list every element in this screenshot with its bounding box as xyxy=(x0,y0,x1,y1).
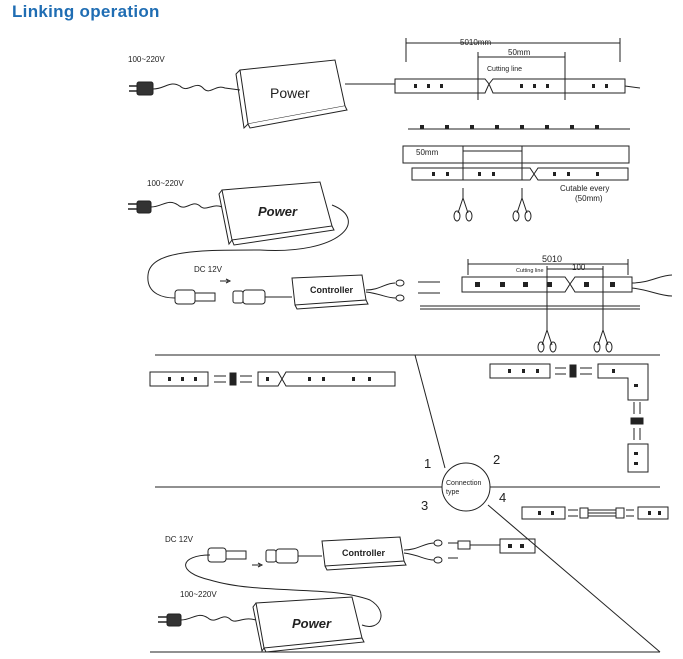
led-strip-1 xyxy=(394,78,626,94)
type2-corner-connection xyxy=(489,363,649,473)
ac-plug-icon xyxy=(129,81,241,96)
type4-wire-connection xyxy=(521,506,669,520)
section-cut-detail: 50mm Cutable every (50mm) xyxy=(402,145,630,222)
cutable-every-label: Cutable every xyxy=(560,184,609,193)
connection-type-label-1: Connection xyxy=(446,480,482,487)
voltage-label-3: 100~220V xyxy=(180,590,217,599)
type1-straight-connection xyxy=(149,371,396,387)
controller-box-2: Controller xyxy=(321,536,407,571)
type-number-4: 4 xyxy=(499,490,506,505)
push-arrow-2 xyxy=(252,562,264,568)
dc-label-2: DC 12V xyxy=(165,535,194,544)
voltage-label-2: 100~220V xyxy=(147,179,184,188)
length-50mm-b: 50mm xyxy=(416,148,439,157)
scissors-icon-3 xyxy=(537,329,557,353)
ac-plug-icon-3 xyxy=(158,613,257,627)
controller-box-1: Controller xyxy=(291,274,369,310)
controller-label-2: Controller xyxy=(342,548,385,558)
strip-end-wire xyxy=(624,85,641,89)
divider-diag-1 xyxy=(414,354,446,469)
strip-lead-right xyxy=(631,274,673,297)
push-arrow-1 xyxy=(220,278,232,284)
controller-output-wires-2 xyxy=(403,542,435,561)
power-label-1: Power xyxy=(270,85,310,101)
type3-controller-connection: DC 12V Controller 100~220V xyxy=(158,535,536,653)
connection-type-circle: Connection type xyxy=(441,462,491,512)
dc-cable xyxy=(147,204,349,299)
strip-lead-left xyxy=(418,281,440,294)
cutable-spacing-label: (50mm) xyxy=(575,194,603,203)
short-strip xyxy=(499,538,536,554)
type-number-1: 1 xyxy=(424,456,431,471)
divider-diag-2 xyxy=(487,504,661,653)
led-strip-2 xyxy=(411,167,629,181)
dc-female-connector xyxy=(232,289,292,305)
cutting-line-label: Cutting line xyxy=(487,66,522,73)
dc-male-connector-2 xyxy=(207,547,247,563)
scissors-icon-4 xyxy=(593,329,613,353)
controller-label-1: Controller xyxy=(310,285,353,295)
section-power-strip: 100~220V Power 5010mm 50mm Cutting line xyxy=(128,38,641,130)
type-number-2: 2 xyxy=(493,452,500,467)
rgb-led-strip xyxy=(461,276,633,293)
length-50mm-a: 50mm xyxy=(508,48,531,57)
ac-plug-icon-2 xyxy=(128,200,223,214)
type-number-3: 3 xyxy=(421,498,428,513)
page-title: Linking operation xyxy=(12,2,160,21)
scissors-icon-1 xyxy=(453,188,473,222)
length-5010mm: 5010mm xyxy=(460,38,491,47)
dc-male-connector xyxy=(174,289,216,305)
power-label-3: Power xyxy=(292,616,332,631)
power-label-2: Power xyxy=(258,204,298,219)
length-5010: 5010 xyxy=(542,254,562,264)
cutting-line-label-2: Cutting line xyxy=(516,268,544,274)
controller-output-wires xyxy=(365,282,397,299)
length-100: 100 xyxy=(572,263,586,272)
dc-cable-2 xyxy=(185,554,382,627)
power-supply-box-2: Power xyxy=(218,181,335,246)
power-supply-box-3: Power xyxy=(252,596,365,653)
dc-label-1: DC 12V xyxy=(194,265,223,274)
voltage-label-1: 100~220V xyxy=(128,55,165,64)
dc-female-connector-2 xyxy=(265,548,322,564)
connection-type-label-2: type xyxy=(446,489,459,496)
power-supply-box: Power xyxy=(235,59,348,130)
section-controller-strip: 100~220V Power DC 12V Controlle xyxy=(128,179,673,353)
scissors-icon-2 xyxy=(512,188,532,222)
